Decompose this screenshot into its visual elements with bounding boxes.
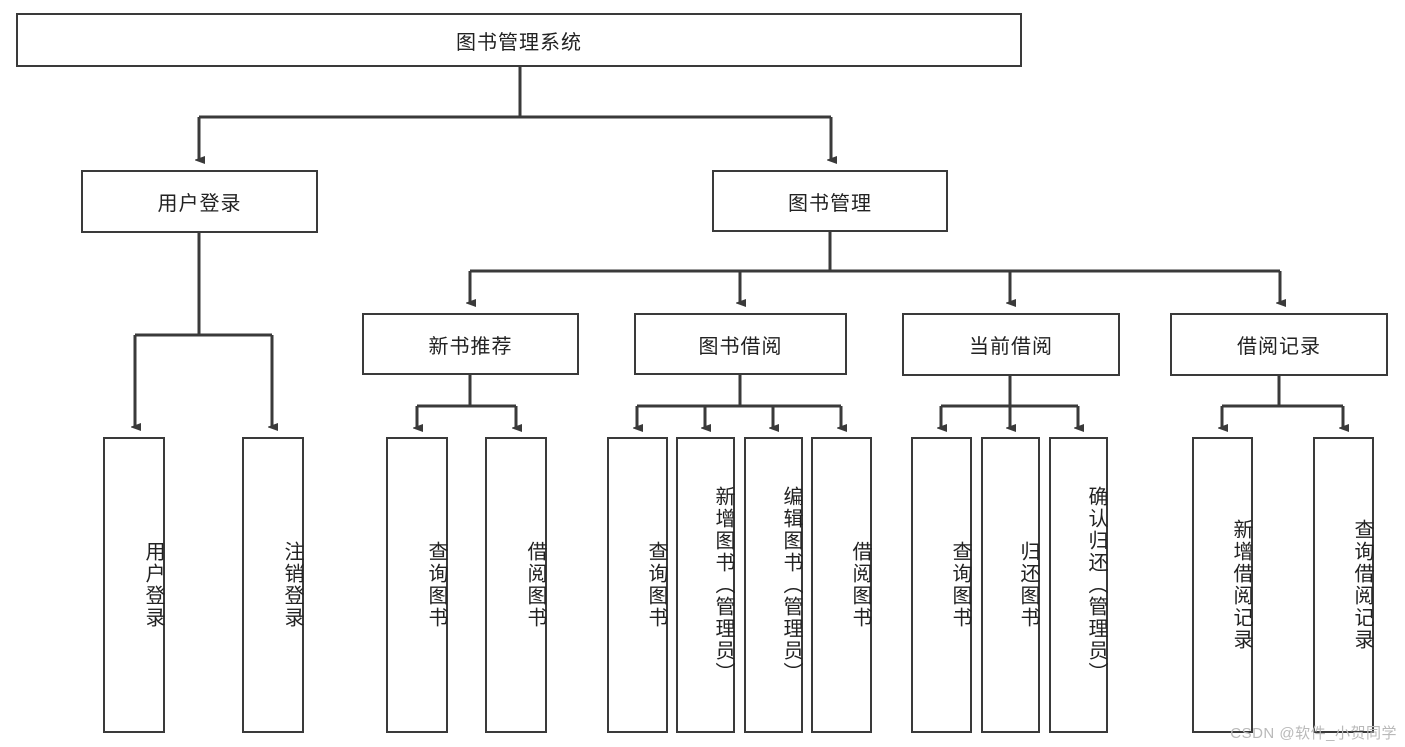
node-user-login-label: 用户登录 (157, 193, 242, 215)
leaf-user-login-logout[interactable]: 注销登录 (242, 437, 304, 733)
leaf-label: 确认归还（管理员） (1085, 486, 1107, 684)
node-root[interactable]: 图书管理系统 (16, 13, 1022, 67)
leaf-label: 编辑图书（管理员） (780, 486, 802, 684)
node-borrow-record[interactable]: 借阅记录 (1170, 313, 1388, 376)
node-current-borrow-label: 当前借阅 (969, 336, 1053, 358)
leaf-label: 查询图书 (645, 541, 667, 629)
watermark: CSDN @软件_小贺同学 (1230, 725, 1397, 742)
leaf-borrow-query-book[interactable]: 查询图书 (607, 437, 668, 733)
leaf-record-add[interactable]: 新增借阅记录 (1192, 437, 1253, 733)
leaf-borrow-borrow-book[interactable]: 借阅图书 (811, 437, 872, 733)
leaf-current-query-book[interactable]: 查询图书 (911, 437, 972, 733)
leaf-new-book-query[interactable]: 查询图书 (386, 437, 448, 733)
leaf-label: 归还图书 (1017, 541, 1039, 629)
node-book-management[interactable]: 图书管理 (712, 170, 948, 232)
node-new-book-recommend-label: 新书推荐 (428, 335, 513, 358)
leaf-label: 用户登录 (142, 541, 164, 629)
node-user-login[interactable]: 用户登录 (81, 170, 318, 233)
node-book-management-label: 图书管理 (788, 192, 872, 215)
leaf-user-login-login[interactable]: 用户登录 (103, 437, 165, 733)
leaf-current-return-book[interactable]: 归还图书 (981, 437, 1040, 733)
node-book-borrow-label: 图书借阅 (698, 335, 783, 358)
node-root-label: 图书管理系统 (456, 31, 582, 54)
node-new-book-recommend[interactable]: 新书推荐 (362, 313, 579, 375)
leaf-label: 查询借阅记录 (1351, 519, 1373, 651)
node-book-borrow[interactable]: 图书借阅 (634, 313, 847, 375)
leaf-label: 查询图书 (949, 541, 971, 629)
node-current-borrow[interactable]: 当前借阅 (902, 313, 1120, 376)
leaf-current-confirm-return[interactable]: 确认归还（管理员） (1049, 437, 1108, 733)
leaf-label: 借阅图书 (524, 541, 546, 629)
leaf-label: 查询图书 (425, 541, 447, 629)
leaf-borrow-edit-book[interactable]: 编辑图书（管理员） (744, 437, 803, 733)
leaf-label: 注销登录 (281, 541, 303, 629)
leaf-label: 新增借阅记录 (1230, 519, 1252, 651)
leaf-label: 新增图书（管理员） (712, 486, 734, 684)
leaf-borrow-add-book[interactable]: 新增图书（管理员） (676, 437, 735, 733)
node-borrow-record-label: 借阅记录 (1237, 336, 1321, 358)
leaf-label: 借阅图书 (849, 541, 871, 629)
leaf-record-query[interactable]: 查询借阅记录 (1313, 437, 1374, 733)
leaf-new-book-borrow[interactable]: 借阅图书 (485, 437, 547, 733)
